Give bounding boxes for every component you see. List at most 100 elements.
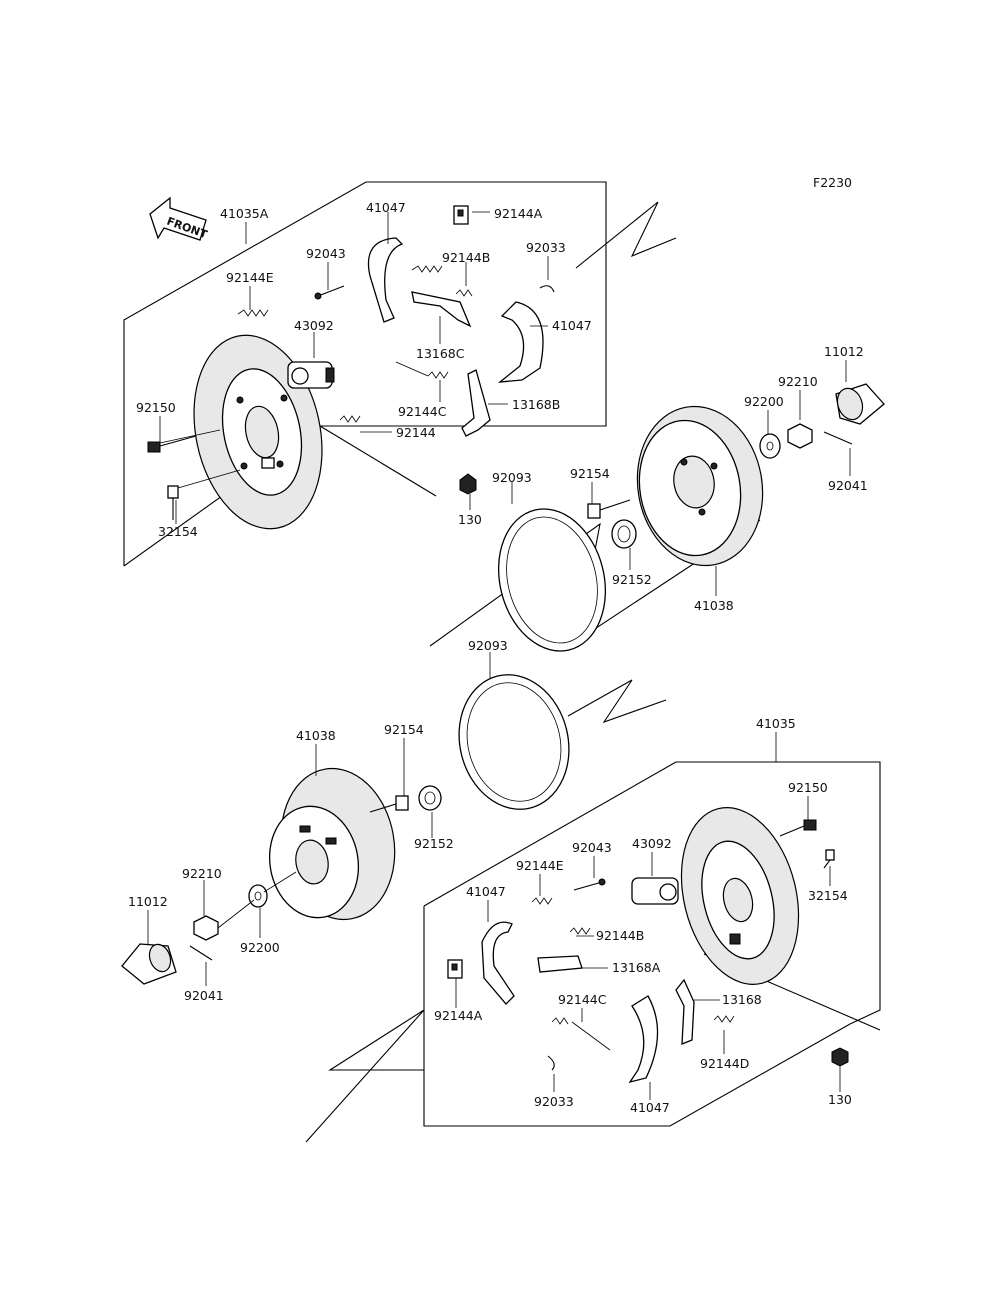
washer-92200-bottom (248, 884, 268, 908)
label-92154-bottom: 92154 (384, 722, 424, 737)
label-41035A-top: 41035A (220, 206, 269, 221)
label-92150-bottom: 92150 (788, 780, 828, 795)
clip-92033-top (539, 285, 555, 293)
label-92154-top: 92154 (570, 466, 610, 481)
label-92152-top: 92152 (612, 572, 652, 587)
nut-130-top (459, 473, 477, 495)
brake-shoe-41047-top-a (367, 237, 404, 323)
label-92144E-top: 92144E (226, 270, 274, 285)
spring-92144C-top (395, 361, 449, 379)
label-92210-bottom: 92210 (182, 866, 222, 881)
label-92043-top: 92043 (306, 246, 346, 261)
leader-lines (147, 211, 851, 1100)
label-41035-bottom: 41035 (756, 716, 796, 731)
label-92033-top: 92033 (526, 240, 566, 255)
drum-41038-bottom (268, 767, 396, 921)
lever-13168A-bottom (537, 955, 583, 973)
label-92144B-bottom: 92144B (596, 928, 644, 943)
wheel-cylinder-43092-bottom (631, 877, 679, 905)
cap-11012-bottom (121, 943, 177, 985)
pin-92043-top (314, 285, 345, 300)
nut-92210-bottom (193, 915, 219, 941)
washer-92200-top (759, 433, 781, 459)
spring-92144B-top (411, 265, 473, 297)
label-92144A-top: 92144A (494, 206, 543, 221)
seal-ring-92093-top (497, 508, 607, 652)
pin-92043-bottom (573, 878, 606, 891)
label-11012-bottom: 11012 (128, 894, 168, 909)
brake-shoe-41047-bottom-a (481, 921, 515, 1005)
label-92144B-top: 92144B (442, 250, 490, 265)
clip-92033-bottom (547, 1055, 555, 1071)
clip-92144A-bottom (447, 959, 463, 979)
brake-shoe-41047-top-b (497, 301, 544, 383)
label-13168-bottom: 13168 (722, 992, 762, 1007)
spring-92144B-bottom (569, 927, 591, 935)
label-41047-bottom-a: 41047 (466, 884, 506, 899)
label-41038-top: 41038 (694, 598, 734, 613)
bleeder-32154-bottom (823, 849, 835, 869)
bearing-92152-bottom (418, 785, 442, 811)
wheel-cylinder-43092-top (287, 361, 335, 389)
nut-92210-top (787, 423, 813, 449)
label-13168C-top: 13168C (416, 346, 465, 361)
label-41047-bottom-b: 41047 (630, 1100, 670, 1115)
label-92144-top: 92144 (396, 425, 436, 440)
label-92144E-bottom: 92144E (516, 858, 564, 873)
label-41047-top-b: 41047 (552, 318, 592, 333)
label-32154-top: 32154 (158, 524, 198, 539)
label-92210-top: 92210 (778, 374, 818, 389)
bolt-92150-top (147, 429, 221, 453)
label-92041-top: 92041 (828, 478, 868, 493)
drum-41038-top (636, 405, 764, 567)
label-130-top: 130 (458, 512, 482, 527)
label-43092-bottom: 43092 (632, 836, 672, 851)
label-13168B-top: 13168B (512, 397, 560, 412)
label-92144A-bottom: 92144A (434, 1008, 483, 1023)
cotter-pin-92041-top (823, 431, 853, 445)
bearing-92152-top (611, 519, 637, 549)
bolt-92154-top (587, 499, 631, 519)
label-92150-top: 92150 (136, 400, 176, 415)
clip-92144A-top (453, 205, 469, 225)
spring-92144D-bottom (713, 1015, 735, 1023)
spring-92144-top (339, 415, 361, 423)
strut-13168-bottom (675, 978, 695, 1045)
seal-ring-92093-mid (458, 674, 570, 810)
spring-92144E-bottom (531, 897, 553, 905)
brake-shoe-41047-bottom-b (628, 995, 659, 1084)
label-32154-bottom: 32154 (808, 888, 848, 903)
front-arrow-icon: FRONT (149, 196, 209, 241)
label-92200-bottom: 92200 (240, 940, 280, 955)
label-130-bottom: 130 (828, 1092, 852, 1107)
label-92200-top: 92200 (744, 394, 784, 409)
strut-13168B-top (461, 369, 491, 437)
label-92144C-bottom: 92144C (558, 992, 607, 1007)
bleeder-32154-top (167, 469, 241, 520)
label-92033-bottom: 92033 (534, 1094, 574, 1109)
label-11012-top: 11012 (824, 344, 864, 359)
nut-130-bottom (831, 1047, 849, 1067)
cotter-pin-92041-bottom (189, 945, 213, 961)
label-92041-bottom: 92041 (184, 988, 224, 1003)
label-41038-bottom: 41038 (296, 728, 336, 743)
bolt-92150-bottom (779, 819, 817, 837)
bottom-assembly-frame (305, 761, 881, 1143)
label-92043-bottom: 92043 (572, 840, 612, 855)
backing-plate-bottom (680, 807, 800, 985)
figure-code: F2230 (813, 175, 852, 190)
cap-11012-top (835, 383, 885, 425)
label-13168A-bottom: 13168A (612, 960, 661, 975)
label-92144C-top: 92144C (398, 404, 447, 419)
backing-plate-top (193, 334, 323, 530)
spring-92144E-top (237, 309, 269, 317)
label-92093-mid: 92093 (468, 638, 508, 653)
spring-92144C-bottom (551, 1017, 611, 1051)
lever-13168C-top (411, 291, 472, 328)
label-92093-top: 92093 (492, 470, 532, 485)
label-92152-bottom: 92152 (414, 836, 454, 851)
label-43092-top: 43092 (294, 318, 334, 333)
bolt-92154-bottom (369, 795, 409, 813)
label-92144D-bottom: 92144D (700, 1056, 749, 1071)
